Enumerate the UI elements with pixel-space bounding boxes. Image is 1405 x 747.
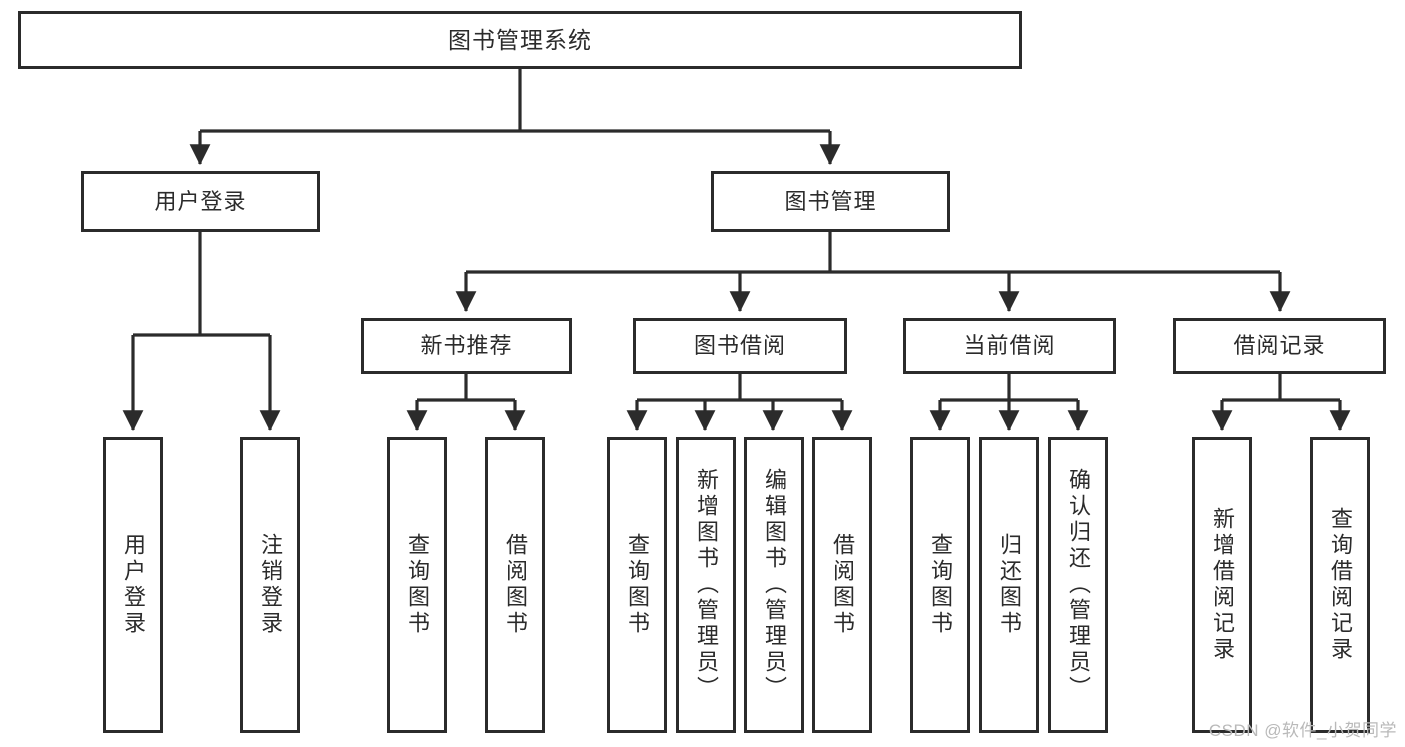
leaf-query-record[interactable]: 查询借阅记录: [1310, 437, 1370, 733]
leaf-add-record[interactable]: 新增借阅记录: [1192, 437, 1252, 733]
node-book-manage-label: 图书管理: [784, 188, 877, 214]
node-new-book-recommend-label: 新书推荐: [420, 333, 513, 359]
node-current-borrow[interactable]: 当前借阅: [903, 318, 1116, 374]
leaf-query-record-label: 查询借阅记录: [1328, 507, 1353, 663]
node-borrow-record[interactable]: 借阅记录: [1173, 318, 1386, 374]
node-new-book-recommend[interactable]: 新书推荐: [361, 318, 572, 374]
leaf-return-book-label: 归还图书: [997, 533, 1022, 637]
leaf-query-book-3[interactable]: 查询图书: [910, 437, 970, 733]
leaf-add-book-label: 新增图书（管理员）: [694, 468, 719, 702]
leaf-query-book-1[interactable]: 查询图书: [387, 437, 447, 733]
leaf-query-book-1-label: 查询图书: [405, 533, 430, 637]
leaf-query-book-2-label: 查询图书: [625, 533, 650, 637]
leaf-borrow-book-2[interactable]: 借阅图书: [812, 437, 872, 733]
node-user-login[interactable]: 用户登录: [81, 171, 320, 232]
node-book-borrow-label: 图书借阅: [693, 333, 786, 359]
leaf-user-logout[interactable]: 注销登录: [240, 437, 300, 733]
leaf-add-record-label: 新增借阅记录: [1210, 507, 1235, 663]
leaf-user-login[interactable]: 用户登录: [103, 437, 163, 733]
leaf-borrow-book-1[interactable]: 借阅图书: [485, 437, 545, 733]
leaf-borrow-book-2-label: 借阅图书: [830, 533, 855, 637]
leaf-confirm-return-label: 确认归还（管理员）: [1066, 468, 1091, 702]
leaf-query-book-3-label: 查询图书: [928, 533, 953, 637]
node-root-label: 图书管理系统: [448, 26, 592, 53]
node-book-borrow[interactable]: 图书借阅: [633, 318, 847, 374]
leaf-add-book[interactable]: 新增图书（管理员）: [676, 437, 736, 733]
leaf-return-book[interactable]: 归还图书: [979, 437, 1039, 733]
node-borrow-record-label: 借阅记录: [1233, 333, 1326, 359]
leaf-edit-book-label: 编辑图书（管理员）: [762, 468, 787, 702]
leaf-user-logout-label: 注销登录: [258, 533, 283, 637]
leaf-query-book-2[interactable]: 查询图书: [607, 437, 667, 733]
node-user-login-label: 用户登录: [154, 188, 247, 214]
node-book-manage[interactable]: 图书管理: [711, 171, 950, 232]
leaf-user-login-label: 用户登录: [121, 533, 146, 637]
node-current-borrow-label: 当前借阅: [963, 333, 1056, 359]
leaf-edit-book[interactable]: 编辑图书（管理员）: [744, 437, 804, 733]
node-root[interactable]: 图书管理系统: [18, 11, 1022, 69]
leaf-confirm-return[interactable]: 确认归还（管理员）: [1048, 437, 1108, 733]
leaf-borrow-book-1-label: 借阅图书: [503, 533, 528, 637]
csdn-watermark: CSDN @软件_小贺同学: [1208, 721, 1397, 740]
